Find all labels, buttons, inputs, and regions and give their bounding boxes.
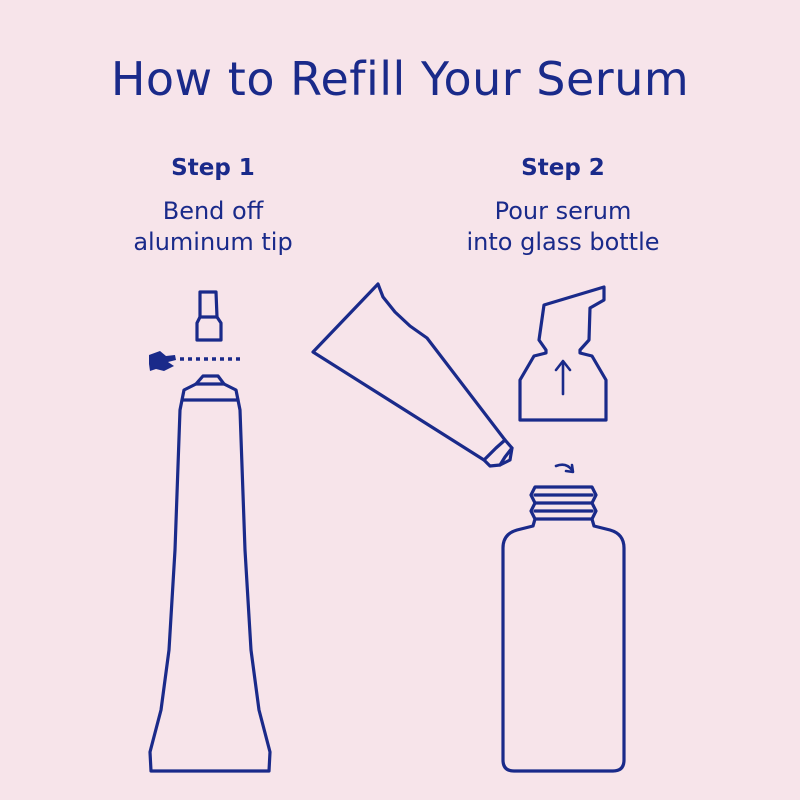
step-1-heading: Step 1: [171, 155, 255, 181]
step-2-heading: Step 2: [521, 155, 605, 181]
step-2-description-line-1: Pour serum: [494, 197, 632, 225]
aluminum-tip-icon: [195, 290, 223, 342]
bend-hand-icon: [149, 351, 176, 371]
step-2: Step 2 Pour serum into glass bottle: [413, 152, 713, 258]
step-1-description-line-1: Bend off: [162, 197, 264, 225]
up-arrow-icon: [554, 359, 572, 396]
curved-arrow-icon: [554, 463, 575, 474]
step-2-description: Pour serum into glass bottle: [413, 196, 713, 258]
serum-tube-icon: [148, 374, 272, 773]
page-title: How to Refill Your Serum: [110, 52, 690, 106]
glass-bottle-icon: [501, 485, 626, 773]
bottle-cap-icon: [518, 285, 608, 422]
step-2-description-line-2: into glass bottle: [466, 228, 660, 256]
step-1: Step 1 Bend off aluminum tip: [63, 152, 363, 258]
step-1-description-line-2: aluminum tip: [133, 228, 293, 256]
tilted-tube-icon: [311, 282, 514, 468]
step-1-description: Bend off aluminum tip: [63, 196, 363, 258]
